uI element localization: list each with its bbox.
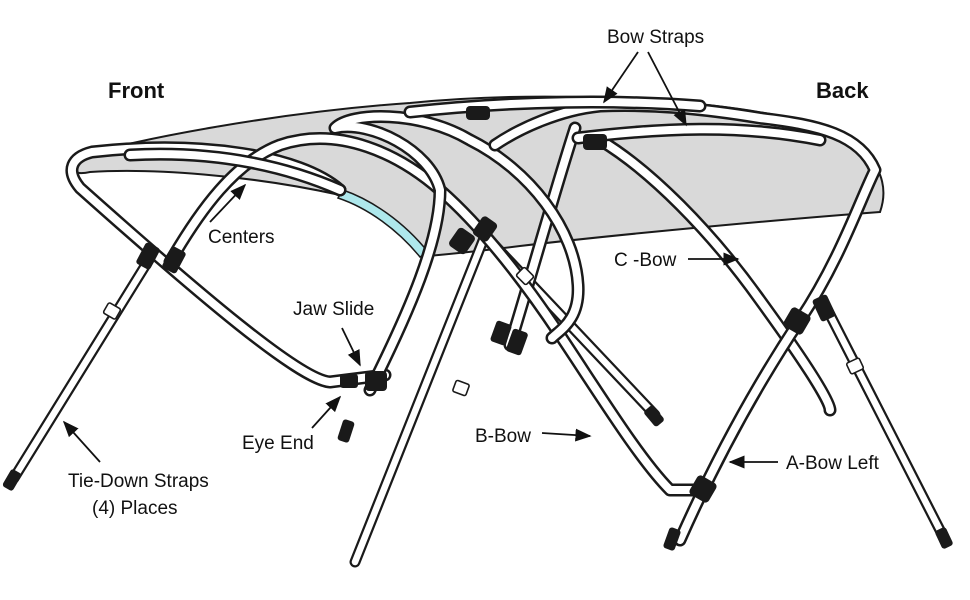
tie-down-strap-back-right bbox=[819, 299, 951, 546]
label-c-bow: C -Bow bbox=[614, 250, 677, 271]
leader-arrows bbox=[62, 51, 778, 469]
fittings bbox=[2, 106, 953, 551]
label-a-bow-left: A-Bow Left bbox=[786, 453, 880, 474]
canopy-fabric bbox=[70, 95, 885, 258]
label-bow-straps: Bow Straps bbox=[607, 27, 704, 48]
center-rail-b bbox=[571, 122, 827, 147]
label-tie-down-straps: Tie-Down Straps bbox=[68, 471, 209, 492]
label-b-bow: B-Bow bbox=[475, 426, 531, 447]
label-front: Front bbox=[108, 78, 165, 103]
tie-down-strap-front-right bbox=[349, 222, 494, 568]
center-rail-front bbox=[123, 147, 347, 197]
front-edge-accent bbox=[336, 189, 430, 258]
label-eye-end: Eye End bbox=[242, 433, 314, 454]
label-centers: Centers bbox=[208, 227, 275, 248]
center-rail-a bbox=[403, 95, 707, 119]
center-bow-back-arm bbox=[503, 121, 582, 352]
c-bow bbox=[328, 110, 585, 397]
label-back: Back bbox=[816, 78, 869, 103]
tie-down-strap-front-left bbox=[8, 252, 156, 484]
label-jaw-slide: Jaw Slide bbox=[293, 299, 374, 320]
label-tie-down-places: (4) Places bbox=[92, 498, 178, 519]
c-bow-rear-leg bbox=[593, 133, 837, 417]
